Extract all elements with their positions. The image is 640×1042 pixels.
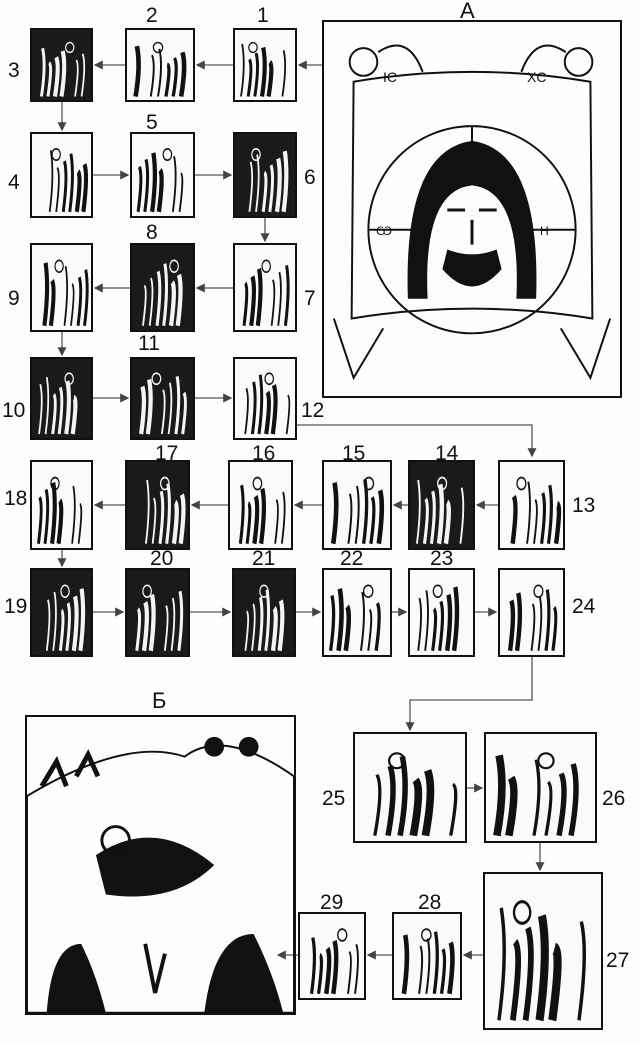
panel-a-label: А: [460, 0, 475, 23]
scene-drawing: [32, 134, 91, 216]
scene-drawing: [127, 570, 188, 655]
scene-drawing: [300, 914, 364, 998]
panel-number-12: 12: [301, 399, 325, 422]
scene-drawing: [410, 570, 473, 655]
panel-26: [484, 732, 597, 843]
panel-16: [228, 460, 293, 550]
panel-number-10: 10: [2, 399, 26, 422]
panel-23: [408, 568, 475, 657]
panel-number-22: 22: [340, 547, 364, 570]
inscription-ic: IC: [383, 69, 397, 85]
scene-drawing: [32, 30, 91, 100]
panel-number-11: 11: [138, 332, 160, 355]
panel-number-15: 15: [342, 442, 366, 465]
panel-24: [498, 568, 565, 657]
panel-5: [130, 132, 195, 218]
panel-number-2: 2: [146, 4, 158, 27]
panel-27: [483, 872, 603, 1030]
panel-number-28: 28: [418, 891, 442, 914]
panel-number-21: 21: [252, 547, 276, 570]
inscription-xc: XC: [527, 69, 547, 85]
panel-number-26: 26: [602, 787, 626, 810]
scene-drawing: [32, 359, 91, 438]
panel-19: [30, 568, 93, 657]
panel-number-20: 20: [150, 547, 174, 570]
panel-a-mandylion: [322, 20, 622, 398]
panel-number-8: 8: [146, 221, 158, 244]
panel-number-19: 19: [4, 595, 28, 618]
panel-13: [498, 460, 565, 550]
panel-1: [233, 28, 297, 102]
scene-drawing: [235, 30, 295, 100]
scene-drawing: [355, 734, 465, 841]
scene-drawing: [500, 570, 563, 655]
panel-17: [125, 460, 190, 550]
scene-drawing: [324, 462, 390, 548]
panel-b-label: Б: [152, 688, 167, 713]
scene-drawing: [132, 134, 193, 216]
scene-drawing: [500, 462, 563, 548]
panel-number-24: 24: [572, 595, 596, 618]
scene-drawing: [235, 359, 295, 438]
inscription-n: Н: [540, 224, 549, 238]
panel-6: [233, 132, 297, 218]
panel-7: [233, 243, 297, 332]
inscription-omega: Ѡ: [376, 224, 393, 238]
panel-11: [130, 357, 195, 440]
scene-drawing: [127, 30, 193, 100]
panel-number-13: 13: [572, 494, 596, 517]
scene-drawing: [485, 874, 601, 1028]
panel-number-25: 25: [322, 787, 346, 810]
scene-drawing: [127, 462, 188, 548]
panel-9: [30, 243, 93, 332]
panel-number-9: 9: [8, 287, 20, 310]
panel-25: [353, 732, 467, 843]
panel-14: [408, 460, 475, 550]
panel-29: [298, 912, 366, 1000]
panel-number-6: 6: [304, 166, 316, 189]
panel-12: [233, 357, 297, 440]
scene-drawing: [410, 462, 473, 548]
panel-21: [232, 568, 296, 657]
panel-20: [125, 568, 190, 657]
panel-18: [30, 460, 93, 550]
panel-number-17: 17: [155, 442, 179, 465]
panel-number-16: 16: [252, 442, 276, 465]
scene-drawing: [132, 359, 193, 438]
panel-10: [30, 357, 93, 440]
scene-drawing: [235, 134, 295, 216]
scene-drawing: [230, 462, 291, 548]
scene-drawing: [394, 914, 460, 998]
mandylion-drawing: [332, 44, 612, 381]
panel-28: [392, 912, 462, 1000]
scene-drawing: [132, 245, 193, 330]
panel-number-23: 23: [430, 547, 454, 570]
panel-15: [322, 460, 392, 550]
panel-number-4: 4: [8, 171, 20, 194]
panel-4: [30, 132, 93, 218]
panel-number-14: 14: [435, 442, 459, 465]
scene-drawing: [235, 245, 295, 330]
panel-b-nativity: [25, 715, 296, 1015]
panel-22: [322, 568, 392, 657]
scene-drawing: [234, 570, 294, 655]
panel-number-18: 18: [4, 487, 28, 510]
scene-drawing: [32, 245, 91, 330]
panel-number-5: 5: [146, 111, 158, 134]
scene-drawing: [486, 734, 595, 841]
panel-3: [30, 28, 93, 102]
scene-drawing: [32, 570, 91, 655]
panel-number-7: 7: [304, 287, 316, 310]
panel-2: [125, 28, 195, 102]
panel-number-3: 3: [8, 59, 20, 82]
scene-drawing: [32, 462, 91, 548]
nativity-drawing: [27, 736, 294, 1013]
panel-8: [130, 243, 195, 332]
scene-drawing: [324, 570, 390, 655]
panel-number-1: 1: [257, 4, 269, 27]
panel-number-27: 27: [606, 949, 630, 972]
panel-number-29: 29: [320, 891, 344, 914]
